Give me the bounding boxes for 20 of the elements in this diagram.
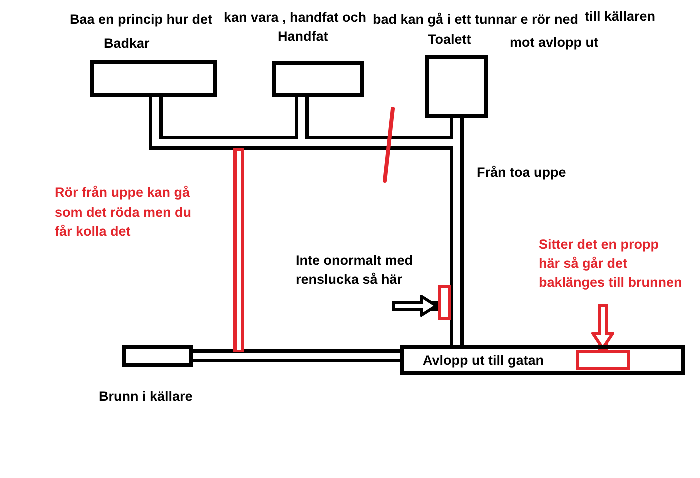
note-text: kan vara , handfat och xyxy=(224,9,367,26)
note-text: mot avlopp ut xyxy=(510,34,598,51)
sewer-pipe-box xyxy=(400,345,685,375)
note-text: Sitter det en propp här så går det baklänges till brunnen xyxy=(539,236,682,292)
note-text: bad kan gå i ett tunnar e rör ned xyxy=(373,11,579,28)
fixture-label: Brunn i källare xyxy=(99,388,193,405)
arrow xyxy=(592,304,614,350)
cleanout-box xyxy=(438,285,451,320)
box-label: Avlopp ut till gatan xyxy=(423,352,544,368)
note-text: till källaren xyxy=(585,8,656,25)
note-text: Inte onormalt med renslucka så här xyxy=(296,252,414,289)
fixture-label: Badkar xyxy=(104,35,150,52)
note-text: Från toa uppe xyxy=(477,164,566,181)
arrow xyxy=(392,295,438,317)
plug-box xyxy=(576,350,630,370)
note-text: Rör från uppe kan gå som det röda men du får kolla det xyxy=(55,184,192,241)
fixture-label: Handfat xyxy=(278,28,328,45)
note-text: Baa en princip hur det xyxy=(70,11,213,28)
pipe xyxy=(193,350,400,362)
fixture-label: Toalett xyxy=(428,31,472,48)
